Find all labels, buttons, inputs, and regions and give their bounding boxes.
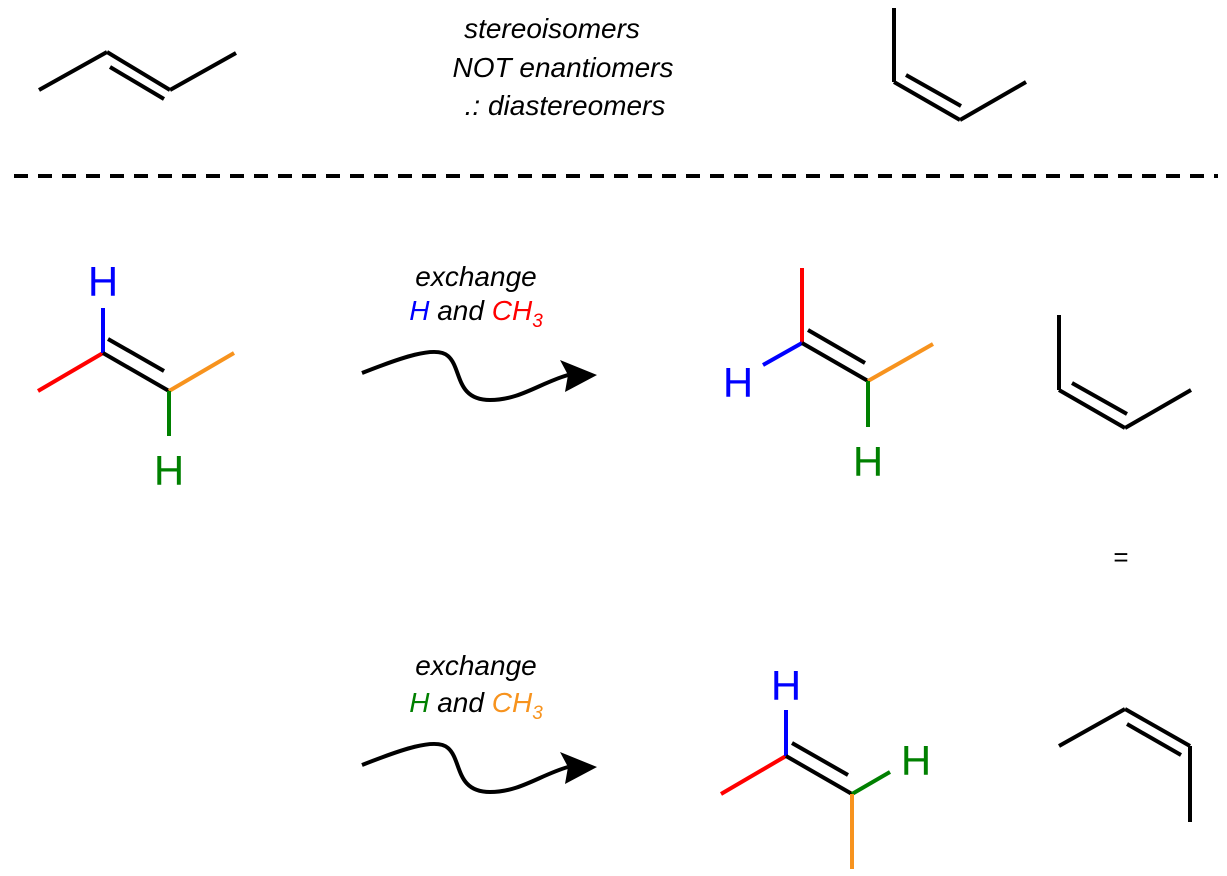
exchange-detail-1: H and CH3: [409, 295, 543, 332]
trans-2-butene-top: [38, 50, 237, 101]
atom-h-blue: H: [723, 359, 753, 406]
cis-2-butene-bottom: [1058, 707, 1192, 822]
product-2-colored: H H: [719, 662, 931, 869]
exchange-label-2: exchange H and CH3: [409, 650, 543, 724]
exchange-word-1: exchange: [415, 261, 536, 292]
exchange1-sub: 3: [532, 311, 543, 332]
caption-stereoisomers: stereoisomers: [464, 13, 640, 44]
squiggle-arrow-2: [361, 741, 597, 795]
exchange2-ch: CH: [492, 687, 533, 718]
atom-h-green: H: [154, 447, 184, 494]
caption-not-enantiomers: NOT enantiomers: [453, 52, 674, 83]
atom-h-blue: H: [771, 662, 801, 709]
top-caption: stereoisomers NOT enantiomers .: diaster…: [453, 13, 674, 121]
exchange2-and: and: [437, 687, 485, 718]
caption-diastereomers: .: diastereomers: [465, 90, 666, 121]
exchange2-sub: 3: [532, 703, 543, 724]
colored-trans-butene: H H: [36, 258, 236, 494]
atom-h-green: H: [901, 737, 931, 784]
atom-h-green: H: [853, 438, 883, 485]
exchange-word-2: exchange: [415, 650, 536, 681]
cis-2-butene-middle: [1057, 315, 1192, 430]
squiggle-arrow-1: [361, 349, 597, 403]
exchange1-h: H: [409, 295, 430, 326]
exchange1-ch: CH: [492, 295, 533, 326]
product-1-colored: H H: [723, 268, 934, 485]
exchange1-and: and: [437, 295, 485, 326]
exchange-label-1: exchange H and CH3: [409, 261, 543, 332]
atom-h-blue: H: [88, 258, 118, 305]
cis-2-butene-top: [892, 8, 1027, 122]
exchange2-h: H: [409, 687, 430, 718]
equals-sign: =: [1113, 542, 1128, 572]
exchange-detail-2: H and CH3: [409, 687, 543, 724]
